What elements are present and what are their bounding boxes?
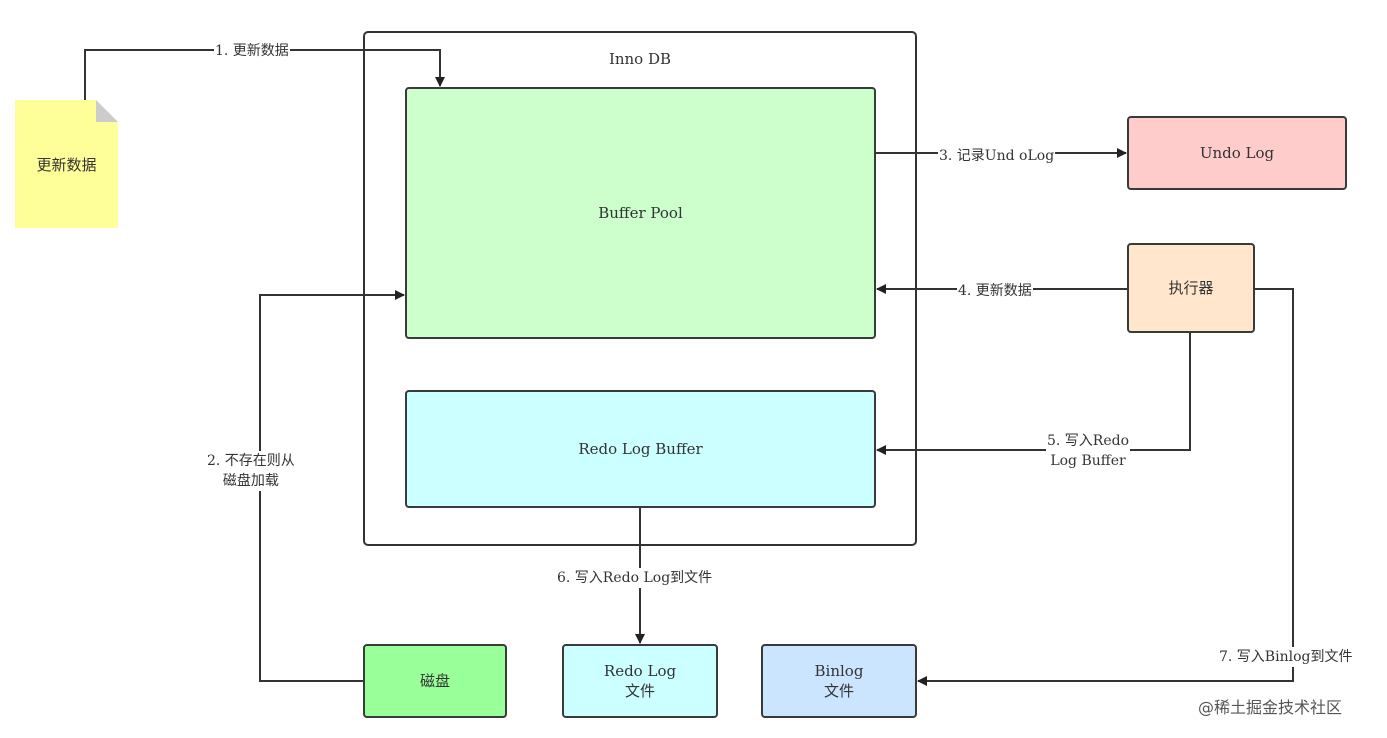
redo-log-buffer-label: Redo Log Buffer <box>578 440 703 458</box>
innodb-container <box>363 31 917 546</box>
edge-2-label: 2. 不存在则从 磁盘加载 <box>206 451 296 491</box>
binlog-file-box: Binlog 文件 <box>761 644 917 718</box>
update-data-note: 更新数据 <box>15 100 118 228</box>
executor-label: 执行器 <box>1168 279 1214 297</box>
edge-4-label: 4. 更新数据 <box>957 281 1033 301</box>
redo-log-file-line1: Redo Log <box>603 662 677 680</box>
edge-2-label-line2: 磁盘加载 <box>222 473 279 489</box>
binlog-file-label: Binlog 文件 <box>815 661 864 701</box>
note-label: 更新数据 <box>36 155 97 174</box>
disk-label: 磁盘 <box>419 672 450 690</box>
edge-5-label: 5. 写入Redo Log Buffer <box>1046 431 1131 471</box>
edge-5-label-line2: Log Buffer <box>1050 453 1126 469</box>
edge-1-label: 1. 更新数据 <box>214 41 290 61</box>
buffer-pool-box: Buffer Pool <box>405 87 876 339</box>
redo-log-file-line2: 文件 <box>624 682 655 700</box>
executor-box: 执行器 <box>1127 243 1255 333</box>
redo-log-file-box: Redo Log 文件 <box>562 644 718 718</box>
edge-7-label: 7. 写入Binlog到文件 <box>1218 647 1354 667</box>
undo-log-label: Undo Log <box>1199 144 1275 162</box>
watermark: @稀土掘金技术社区 <box>1198 698 1343 717</box>
edge-5-label-line1: 5. 写入Redo <box>1047 433 1130 449</box>
edge-2-label-line1: 2. 不存在则从 <box>207 453 295 469</box>
binlog-file-line1: Binlog <box>814 662 864 680</box>
disk-box: 磁盘 <box>363 644 507 718</box>
redo-log-file-label: Redo Log 文件 <box>604 661 676 701</box>
edge-6-label: 6. 写入Redo Log到文件 <box>556 568 714 588</box>
innodb-title: Inno DB <box>608 50 672 68</box>
redo-log-buffer-box: Redo Log Buffer <box>405 390 876 508</box>
edge-5-write-redo-buffer <box>876 333 1191 455</box>
edge-3-label: 3. 记录Und oLog <box>938 146 1056 166</box>
edge-7-write-binlog-file <box>917 288 1294 686</box>
binlog-file-line2: 文件 <box>823 682 854 700</box>
undo-log-box: Undo Log <box>1127 116 1347 190</box>
buffer-pool-label: Buffer Pool <box>598 204 683 222</box>
folded-corner-icon <box>96 100 118 122</box>
